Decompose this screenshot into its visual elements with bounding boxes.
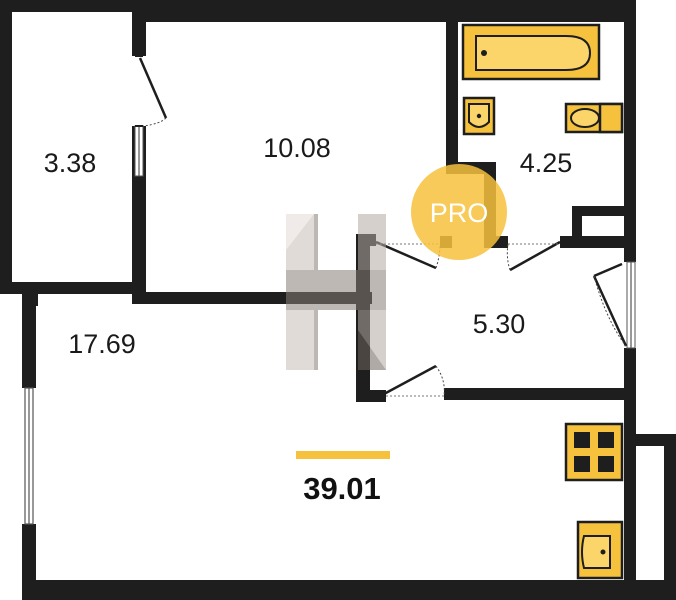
bedroom-area-label: 10.08 bbox=[263, 133, 331, 163]
toilet-icon bbox=[564, 102, 624, 134]
total-area-label: 39.01 bbox=[303, 471, 381, 506]
stove-icon bbox=[564, 422, 624, 482]
total-accent-bar bbox=[296, 451, 390, 459]
bathroom-door bbox=[506, 240, 561, 272]
entrance-door bbox=[592, 262, 628, 347]
hallway-door bbox=[383, 364, 445, 397]
storage-area-label: 3.38 bbox=[44, 148, 97, 178]
kitchen-sink-icon bbox=[576, 520, 624, 580]
pro-badge-text: PRO bbox=[430, 198, 489, 228]
h-logo-watermark bbox=[286, 214, 386, 370]
hallway-area-label: 5.30 bbox=[473, 309, 526, 339]
washbasin-icon bbox=[462, 96, 496, 136]
windows bbox=[24, 125, 636, 525]
pro-badge: PRO bbox=[411, 164, 507, 260]
bathroom-area-label: 4.25 bbox=[520, 148, 573, 178]
bathtub-icon bbox=[461, 23, 601, 81]
living-area-label: 17.69 bbox=[68, 329, 136, 359]
doors bbox=[135, 55, 628, 397]
storage-door bbox=[135, 55, 168, 127]
